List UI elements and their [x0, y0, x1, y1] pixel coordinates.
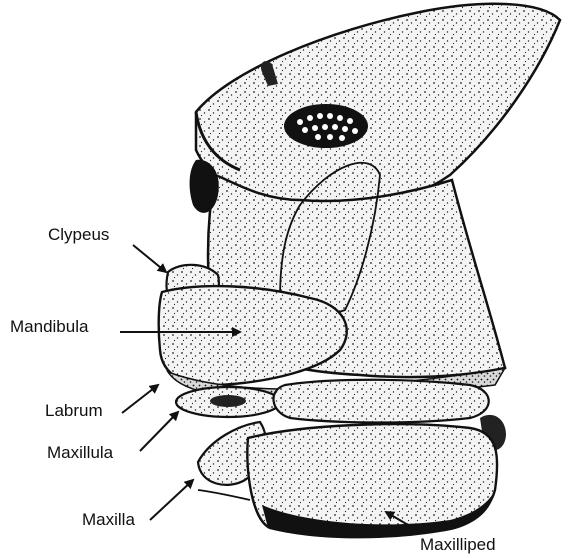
- carapace: [196, 4, 560, 212]
- label-mandibula-text: Mandibula: [10, 317, 89, 336]
- label-clypeus-text: Clypeus: [48, 225, 109, 244]
- label-labrum: Labrum: [45, 385, 158, 420]
- label-clypeus: Clypeus: [48, 225, 166, 272]
- arrow-clypeus: [133, 245, 166, 272]
- maxilla-tip: [198, 490, 250, 500]
- maxillula-structure: [274, 380, 489, 423]
- label-maxilla-text: Maxilla: [82, 510, 135, 529]
- label-maxillula-text: Maxillula: [47, 443, 114, 462]
- labrum-spot: [210, 395, 246, 407]
- arrow-maxilla: [150, 480, 193, 520]
- label-maxilliped-text: Maxilliped: [420, 535, 496, 554]
- arrow-maxillula: [140, 412, 178, 451]
- label-labrum-text: Labrum: [45, 401, 103, 420]
- label-maxilla: Maxilla: [82, 480, 193, 529]
- arrow-labrum: [122, 385, 158, 413]
- compound-eye: [284, 104, 368, 148]
